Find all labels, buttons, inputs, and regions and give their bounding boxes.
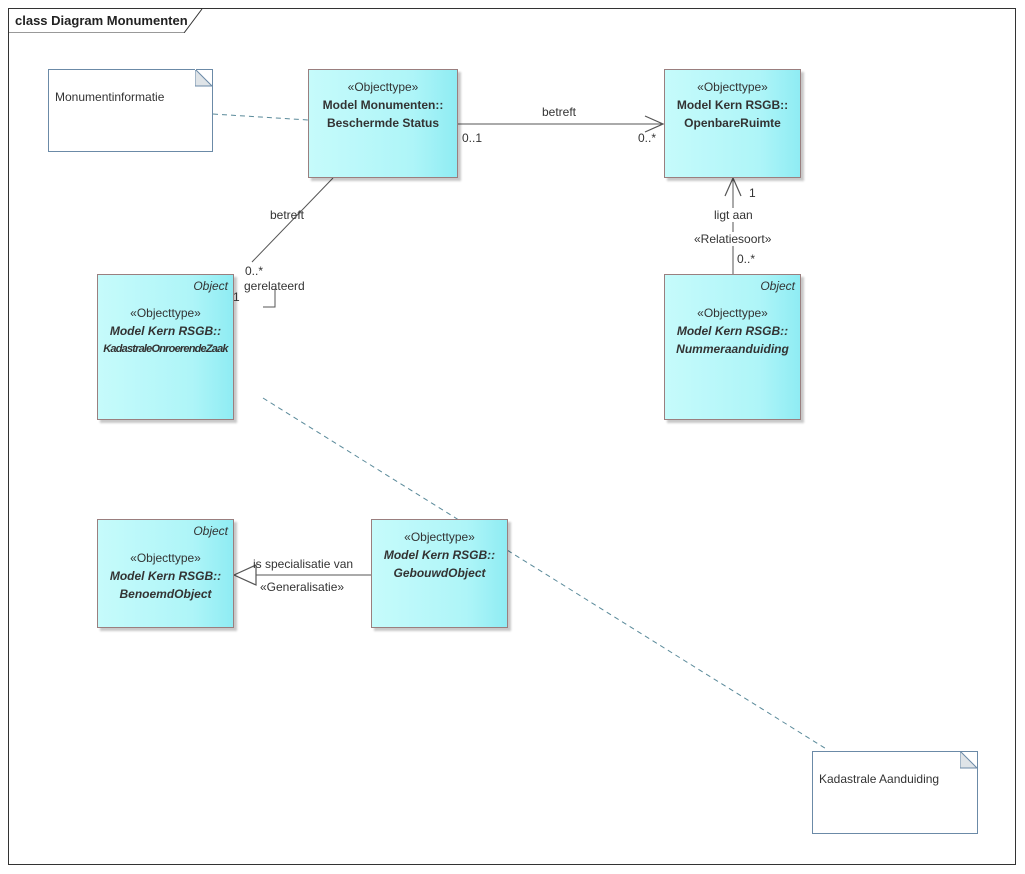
class-keyword: Object xyxy=(193,279,228,293)
label-betreft-kadastrale: betreft xyxy=(270,208,305,222)
arrowhead-ruimte xyxy=(644,115,665,133)
class-stereotype: «Objecttype» xyxy=(130,306,201,320)
multiplicity-target: 1 xyxy=(749,186,756,200)
class-name: BenoemdObject xyxy=(119,587,212,601)
label-gerelateerd: gerelateerd xyxy=(244,279,305,293)
label-betreft-ruimte: betreft xyxy=(542,105,577,119)
class-stereotype: «Objecttype» xyxy=(404,530,475,544)
class-name: Beschermde Status xyxy=(326,116,440,130)
multiplicity-target: 0..* xyxy=(245,264,264,278)
class-name: GebouwdObject xyxy=(393,566,486,580)
multiplicity-gerelateerd: 1 xyxy=(233,290,240,304)
class-kadastrale-onroerende-zaak[interactable]: Object «Objecttype» Model Kern RSGB:: Ka… xyxy=(97,274,234,420)
multiplicity-source: 0..* xyxy=(737,252,756,266)
note-corner-icon xyxy=(960,751,978,769)
class-nummeraanduiding[interactable]: Object «Objecttype» Model Kern RSGB:: Nu… xyxy=(664,274,801,420)
label-generalisatie: «Generalisatie» xyxy=(260,580,345,594)
note-monumentinformatie[interactable]: Monumentinformatie xyxy=(48,69,213,152)
arrowhead-ruimte-up xyxy=(724,176,742,197)
note-text: Kadastrale Aanduiding xyxy=(819,772,940,786)
diagram-frame: class Diagram Monumenten xyxy=(8,8,1016,865)
class-name: Nummeraanduiding xyxy=(676,342,789,356)
note-corner-icon xyxy=(195,69,213,87)
class-openbare-ruimte[interactable]: «Objecttype» Model Kern RSGB:: OpenbareR… xyxy=(664,69,801,178)
label-ligt-aan: ligt aan xyxy=(714,208,753,222)
association-gerelateerd xyxy=(263,289,276,308)
class-stereotype: «Objecttype» xyxy=(697,306,768,320)
note-link-kadastrale-aanduiding xyxy=(262,397,829,751)
multiplicity-source: 0..1 xyxy=(462,131,483,145)
class-benoemd-object[interactable]: Object «Objecttype» Model Kern RSGB:: Be… xyxy=(97,519,234,628)
label-is-specialisatie-van: is specialisatie van xyxy=(253,557,354,571)
note-kadastrale-aanduiding[interactable]: Kadastrale Aanduiding xyxy=(812,751,978,834)
class-name-package: Model Kern RSGB:: xyxy=(109,324,222,338)
class-name-package: Model Kern RSGB:: xyxy=(676,98,789,112)
class-stereotype: «Objecttype» xyxy=(130,551,201,565)
class-keyword: Object xyxy=(193,524,228,538)
multiplicity-target: 0..* xyxy=(638,131,657,145)
class-name: KadastraleOnroerendeZaak xyxy=(103,343,228,355)
class-keyword: Object xyxy=(760,279,795,293)
class-name-package: Model Kern RSGB:: xyxy=(676,324,789,338)
frame-title-tab xyxy=(9,9,203,33)
class-stereotype: «Objecttype» xyxy=(697,80,768,94)
class-gebouwd-object[interactable]: «Objecttype» Model Kern RSGB:: GebouwdOb… xyxy=(371,519,508,628)
label-relatiesoort: «Relatiesoort» xyxy=(694,232,772,246)
generalisation-arrowhead xyxy=(232,564,257,586)
class-name: OpenbareRuimte xyxy=(684,116,781,130)
class-name-package: Model Monumenten:: xyxy=(322,98,444,112)
association-status-kadastrale xyxy=(251,177,334,263)
class-name-package: Model Kern RSGB:: xyxy=(383,548,496,562)
diagram-title: class Diagram Monumenten xyxy=(15,13,188,28)
note-text: Monumentinformatie xyxy=(55,90,165,104)
class-stereotype: «Objecttype» xyxy=(347,80,419,94)
class-name-package: Model Kern RSGB:: xyxy=(109,569,222,583)
note-link-monumentinformatie xyxy=(212,113,309,121)
class-beschermde-status[interactable]: «Objecttype» Model Monumenten:: Bescherm… xyxy=(308,69,458,178)
